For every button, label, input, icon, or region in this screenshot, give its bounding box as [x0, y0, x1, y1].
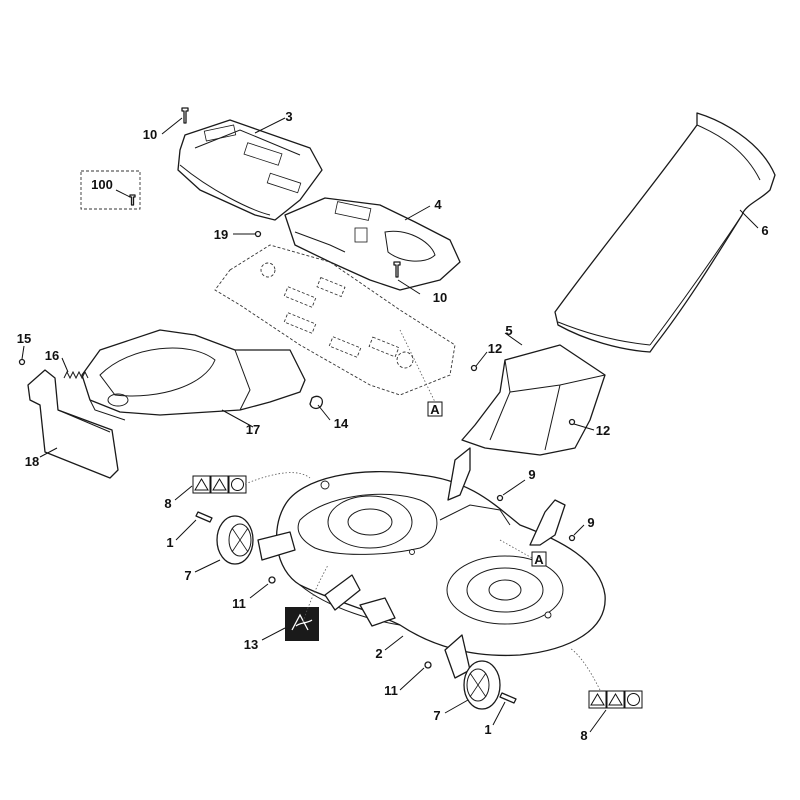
callout-9b: 9	[587, 515, 594, 530]
callout-18: 18	[25, 454, 39, 469]
callout-1a: 1	[166, 535, 173, 550]
callout-2: 2	[375, 646, 382, 661]
callout-11b: 11	[384, 683, 398, 698]
leader-lines	[21, 117, 759, 733]
callout-5: 5	[505, 323, 512, 338]
callout-10b: 10	[433, 290, 447, 305]
part-lower-duct	[81, 329, 306, 421]
info-circle-icon	[627, 693, 640, 706]
callout-17: 17	[246, 422, 260, 437]
ref-a1-label: A	[430, 402, 440, 417]
callout-6: 6	[761, 223, 768, 238]
part-discharge-chute	[554, 112, 776, 353]
hazard-triangle-icon	[608, 693, 623, 706]
fasteners	[18, 107, 576, 704]
part-top-cover-right	[284, 197, 461, 291]
callout-3: 3	[285, 109, 292, 124]
callout-1b: 1	[484, 722, 491, 737]
part-top-cover-left	[177, 119, 323, 221]
safety-label-icon	[291, 613, 313, 631]
part-mower-deck	[275, 470, 606, 657]
callout-14: 14	[334, 416, 349, 431]
callout-7b: 7	[433, 708, 440, 723]
callout-10a: 10	[143, 127, 157, 142]
callout-100: 100	[91, 177, 113, 192]
part-wheel-right	[463, 660, 501, 710]
callout-labels: 10 3 4 6 19 10 5 12 12 9 9 15 16 17 18 1…	[17, 109, 769, 743]
callout-13: 13	[244, 637, 258, 652]
warning-labels-top	[192, 475, 247, 494]
callout-4: 4	[434, 197, 442, 212]
warning-triangle-icon	[194, 478, 209, 491]
callout-19: 19	[214, 227, 228, 242]
callout-12b: 12	[596, 423, 610, 438]
reference-mark-a1: A	[427, 401, 443, 417]
warning-labels-bottom	[588, 690, 643, 709]
callout-12a: 12	[488, 341, 502, 356]
chute-hinge-brackets	[447, 447, 566, 546]
callout-9a: 9	[528, 467, 535, 482]
callout-8a: 8	[164, 496, 171, 511]
part-chute-adapter	[461, 344, 606, 456]
callout-7a: 7	[184, 568, 191, 583]
callout-16: 16	[45, 348, 59, 363]
kit-box	[80, 170, 141, 210]
safety-label	[285, 607, 319, 641]
part-wheel-left	[216, 515, 254, 565]
callout-11a: 11	[232, 596, 246, 611]
hazard-triangle-icon	[212, 478, 227, 491]
info-circle-icon	[231, 478, 244, 491]
ref-a2-label: A	[534, 552, 544, 567]
warning-triangle-icon	[590, 693, 605, 706]
reference-mark-a2: A	[531, 551, 547, 567]
callout-8b: 8	[580, 728, 587, 743]
callout-15: 15	[17, 331, 31, 346]
part-spring	[63, 370, 89, 380]
reference-lines	[244, 329, 601, 691]
